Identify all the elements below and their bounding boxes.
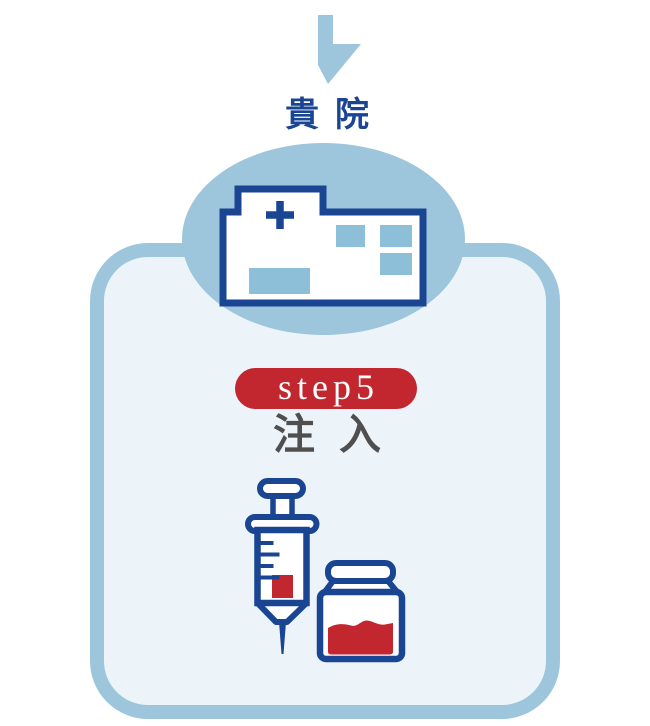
hospital-window [249,268,310,294]
syringe-needle [279,622,286,654]
syringe-icon [245,478,320,654]
hospital-cross-icon [266,201,294,229]
location-label: 貴院 [285,96,385,134]
step-title: 注入 [272,411,405,458]
hospital-window [380,225,412,247]
step-badge: step5 [235,368,417,409]
vial-liquid [328,620,393,655]
syringe-plunger-cap [257,478,306,499]
hospital-icon [219,185,427,307]
down-arrow-shape [318,15,361,84]
hospital-window [336,225,365,247]
step-badge-label: step5 [278,367,379,407]
vial-cap [325,560,396,584]
down-arrow-icon [318,15,361,84]
syringe-graduation-marks [260,541,280,580]
medicine-vial-icon [316,560,406,663]
syringe-liquid [272,575,293,598]
hospital-window [380,253,412,275]
